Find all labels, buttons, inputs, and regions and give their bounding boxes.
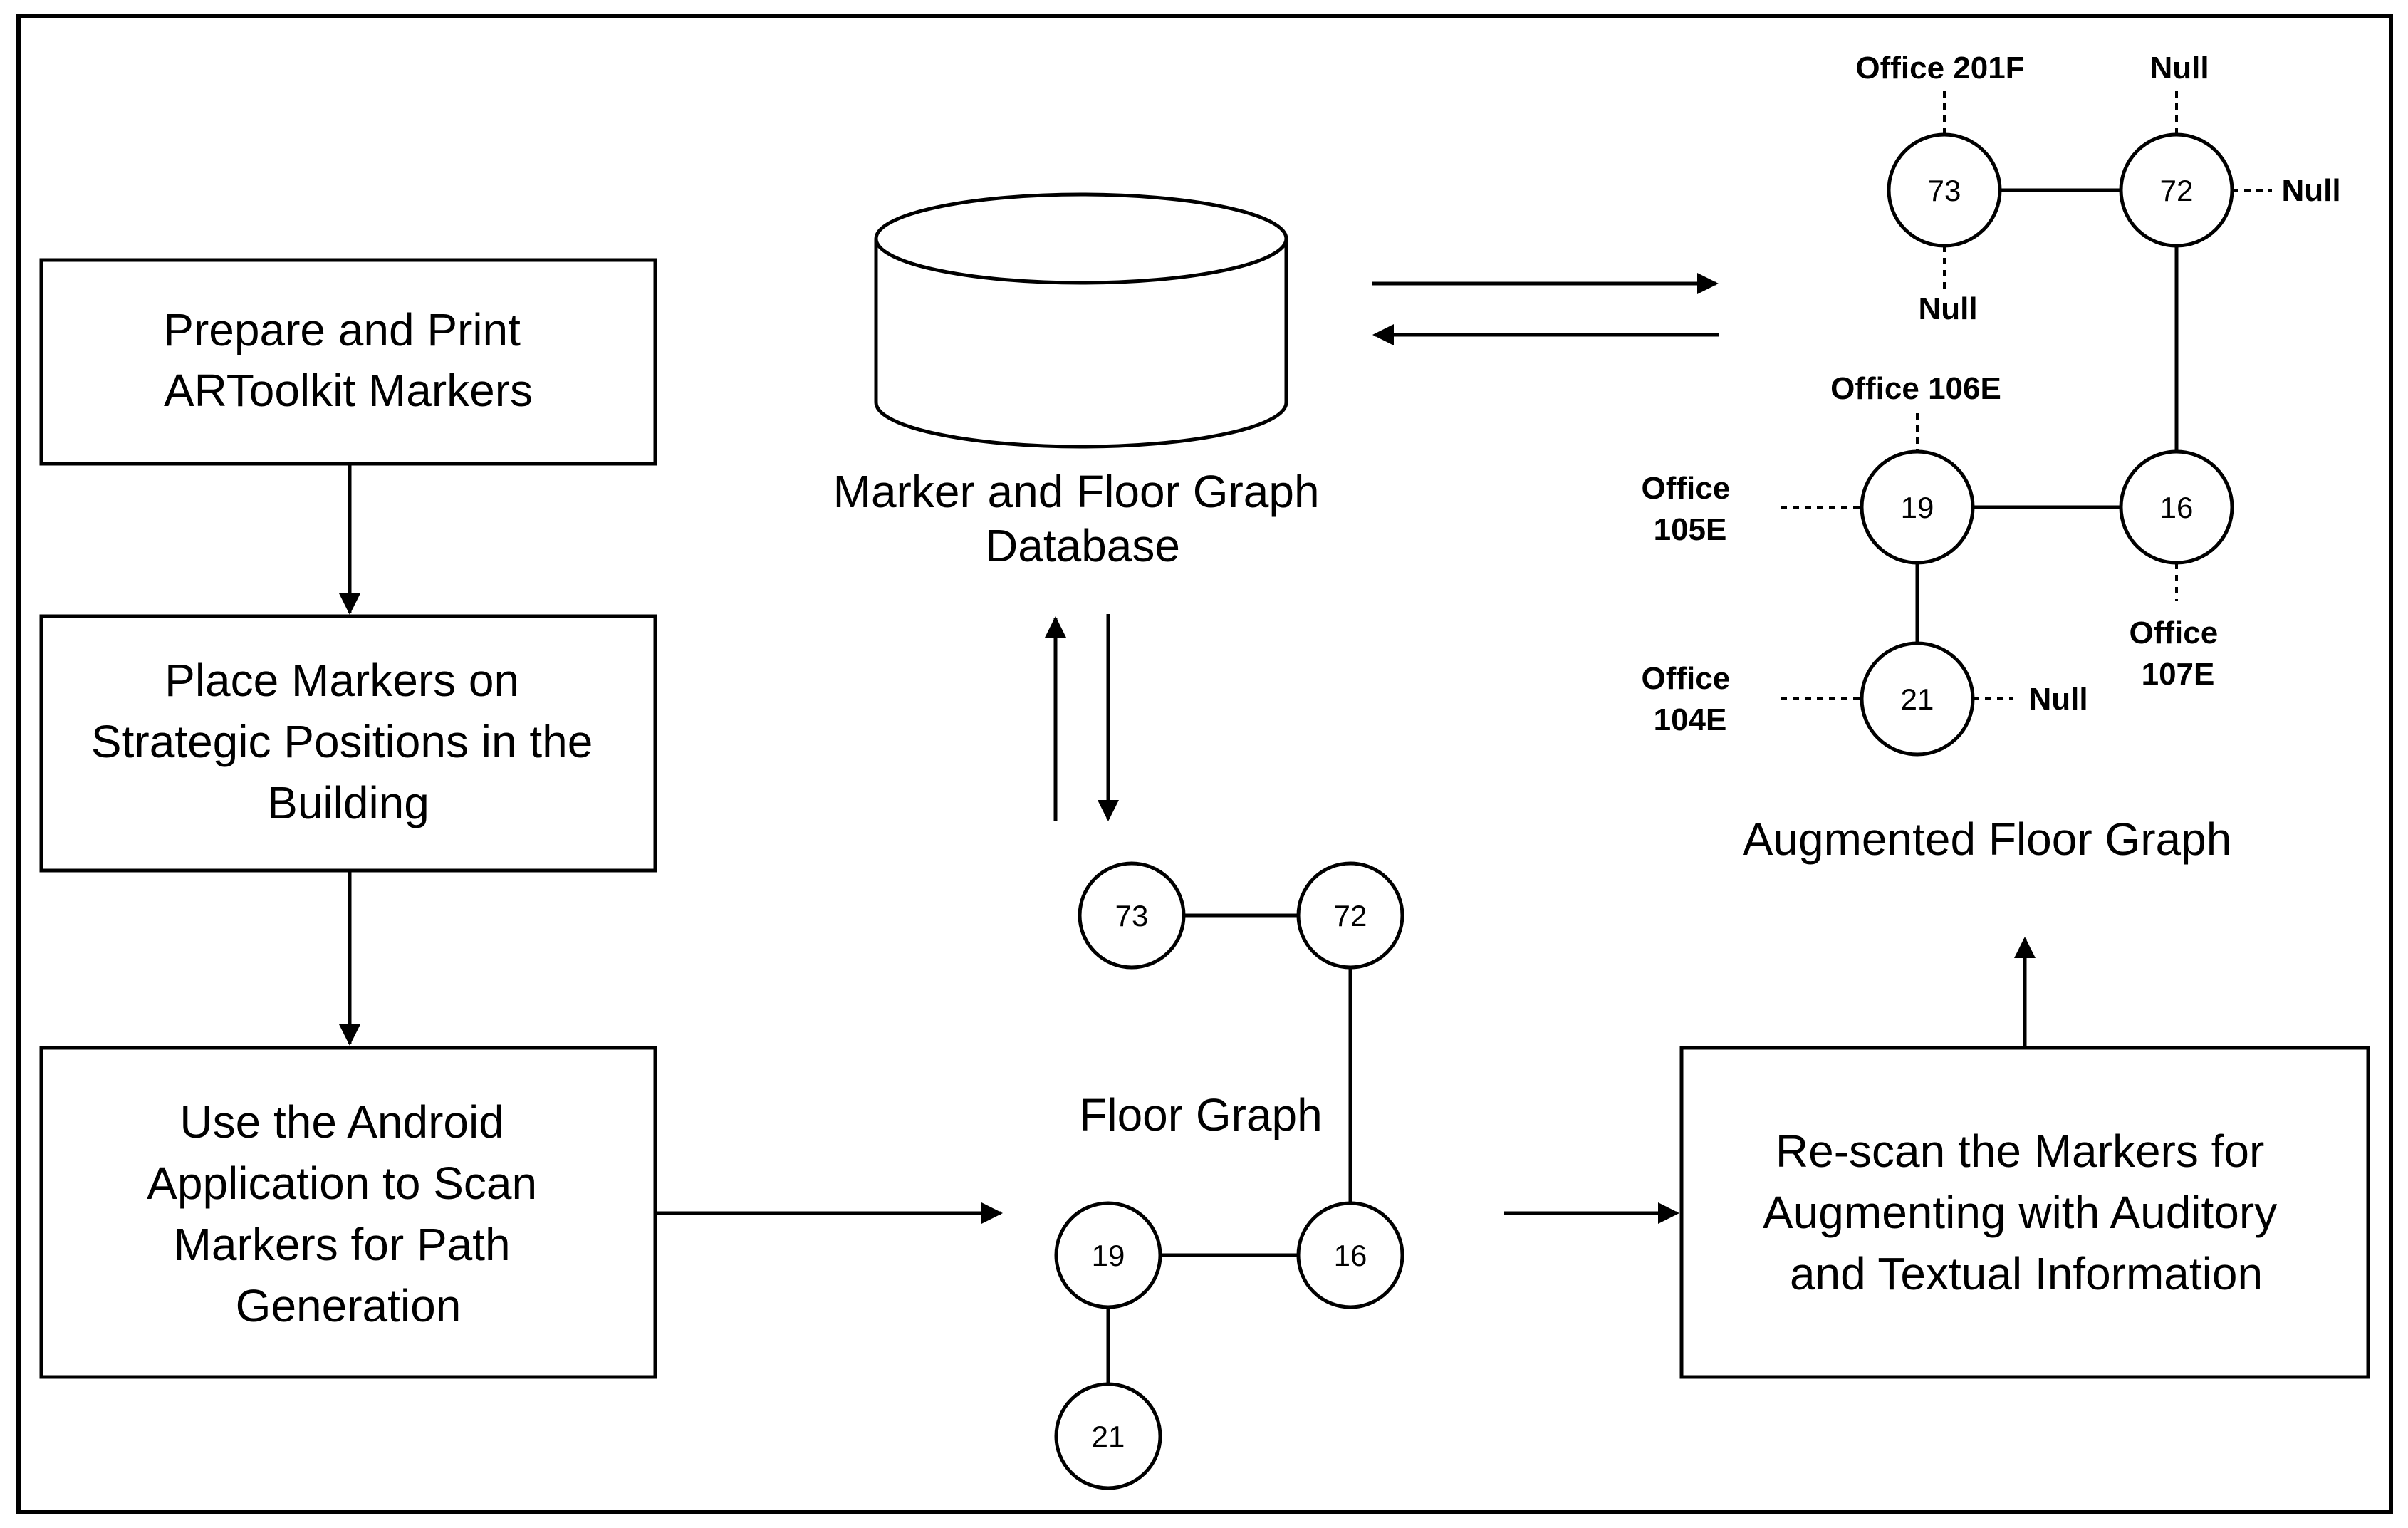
label-office-105e: Office 105E [1642,471,1739,547]
rescan-markers-box: Re-scan the Markers for Augmenting with … [1679,1046,2370,1379]
augmented-floor-graph: 73 72 19 16 21 Office 201F Null Null Nul… [1642,51,2341,865]
rescan-line-2: Augmenting with Auditory [1763,1187,2277,1238]
place-line-2: Strategic Positions in the [91,716,593,767]
floor-node-72-label: 72 [1334,899,1367,932]
svg-text:Re-scan the Markers for: Re-scan the Markers for Augmenting with … [1763,1126,2290,1299]
label-null-73-bottom: Null [1918,291,1977,326]
aug-node-19: 19 [1860,449,1975,565]
database-caption-line-1: Marker and Floor Graph [833,466,1320,517]
aug-node-16-label: 16 [2160,491,2194,524]
label-null-72-right: Null [2281,173,2340,208]
label-null-72-top: Null [2149,51,2209,85]
scan-line-2: Application to Scan [147,1158,537,1209]
aug-node-19-label: 19 [1901,491,1934,524]
augmented-graph-caption: Augmented Floor Graph [1743,814,2232,865]
aug-node-21-label: 21 [1901,682,1934,716]
floor-node-19-label: 19 [1092,1239,1125,1272]
floor-node-16: 16 [1296,1201,1404,1309]
svg-text:Place Markers on Strateg: Place Markers on Strategic Positions in … [91,655,605,828]
floor-graph-caption: Floor Graph [1079,1089,1322,1140]
label-null-21-right: Null [2028,682,2088,717]
prepare-markers-box: Prepare and Print ARToolkit Markers [39,258,657,466]
floor-graph: 73 72 19 16 21 Floor Graph [1054,861,1404,1490]
prepare-line-2: ARToolkit Markers [164,365,533,416]
label-office-106e: Office 106E [1830,371,2001,406]
database-caption: Marker and Floor Graph Database [833,466,1333,571]
label-office-104e: Office 104E [1642,661,1739,737]
aug-node-73: 73 [1887,132,2002,248]
rescan-line-3: and Textual Information [1790,1248,2263,1299]
floor-node-21-label: 21 [1092,1420,1125,1453]
aug-node-73-label: 73 [1928,174,1961,207]
floor-node-16-label: 16 [1334,1239,1367,1272]
scan-line-4: Generation [236,1280,462,1331]
outer-frame [16,14,2393,1514]
rescan-line-1: Re-scan the Markers for [1776,1126,2264,1177]
floor-node-72: 72 [1296,861,1404,970]
label-office-201f: Office 201F [1855,51,2024,85]
aug-node-16: 16 [2119,449,2234,565]
scan-markers-box: Use the Android Application to Scan Mark… [39,1046,657,1379]
aug-node-72: 72 [2119,132,2234,248]
svg-text:Prepare and Print ARTool: Prepare and Print ARToolkit Markers [163,304,533,416]
place-line-1: Place Markers on [165,655,519,706]
scan-line-3: Markers for Path [174,1219,511,1270]
floor-node-73: 73 [1078,861,1186,970]
floor-node-73-label: 73 [1115,899,1149,932]
place-line-3: Building [267,777,429,828]
aug-node-72-label: 72 [2160,174,2194,207]
aug-node-21: 21 [1860,641,1975,757]
floor-node-19: 19 [1054,1201,1162,1309]
floor-node-21: 21 [1054,1382,1162,1490]
place-markers-box: Place Markers on Strategic Positions in … [39,614,657,873]
scan-line-1: Use the Android [179,1096,504,1148]
database-icon [874,192,1288,449]
svg-text:Use the Android Applicat: Use the Android Application to Scan Mark… [147,1096,550,1331]
prepare-line-1: Prepare and Print [163,304,521,355]
database-caption-line-2: Database [985,520,1180,571]
label-office-107e: Office 107E [2130,615,2227,692]
